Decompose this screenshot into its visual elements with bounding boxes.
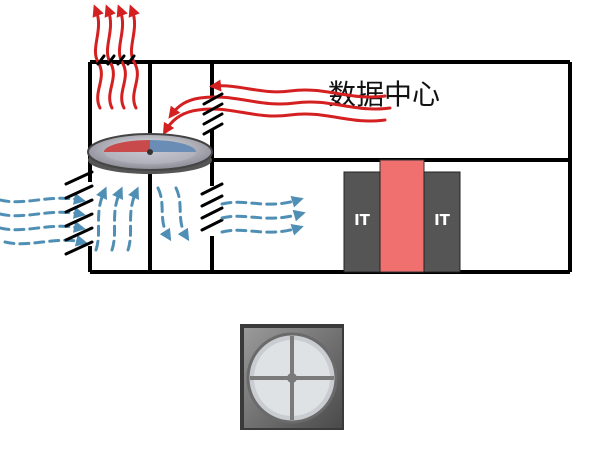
return-air-louver (202, 92, 224, 136)
outside-cold-intake-arrows (0, 192, 88, 247)
it-rack-left-label: IT (354, 211, 371, 229)
heat-wheel-icon (87, 133, 213, 174)
cold-air-through-wheel (94, 186, 190, 252)
supply-louver (200, 182, 224, 232)
it-rack-right: IT (423, 171, 461, 273)
top-exhaust-louver (96, 54, 136, 66)
it-rack-right-label: IT (434, 211, 451, 229)
cold-supply-arrows (220, 195, 306, 236)
hot-return-arrows (162, 79, 392, 136)
it-rack-left: IT (343, 171, 381, 273)
hot-aisle (379, 159, 425, 273)
intake-louver (64, 170, 94, 256)
heat-exchanger-photo (240, 324, 344, 430)
